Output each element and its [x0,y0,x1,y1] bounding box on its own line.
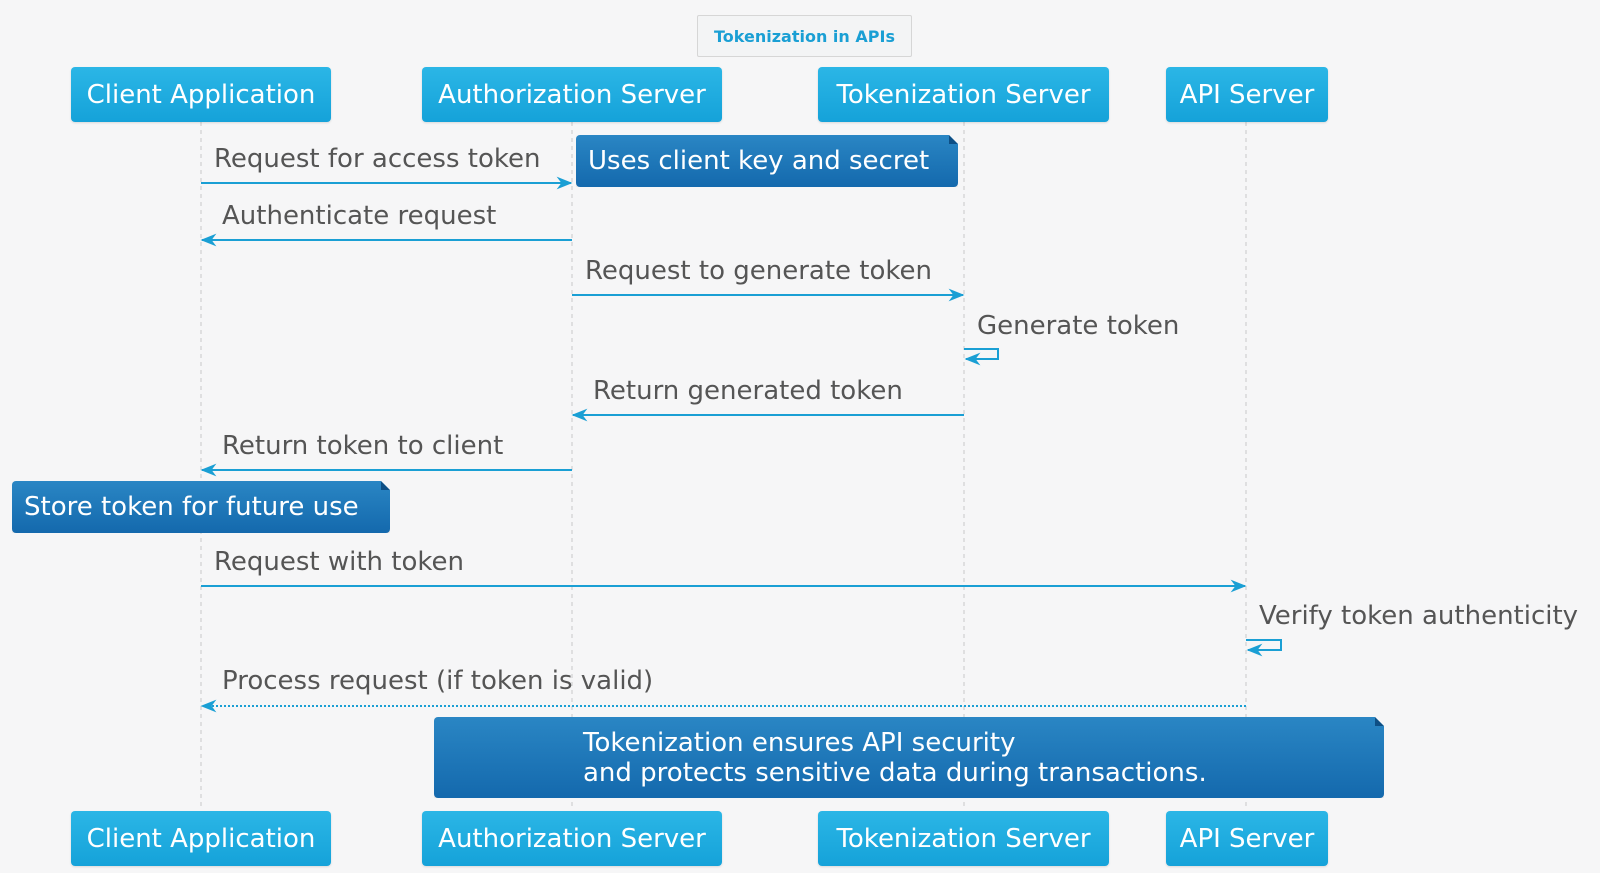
message-label: Request for access token [214,144,541,174]
message-label: Request with token [214,547,465,577]
arrow-verify-token-self [1246,639,1282,657]
arrow-generate-token-self [964,348,999,366]
message-label: Return generated token [593,376,903,406]
diagram-title: Tokenization in APIs [697,15,912,57]
note-summary-line1: Tokenization ensures API security [583,728,1016,758]
note-store-token: Store token for future use [12,481,390,533]
participant-client-top: Client Application [71,67,331,122]
participant-api-bottom: API Server [1166,811,1328,866]
note-credentials-text: Uses client key and secret [588,146,930,176]
message-label: Verify token authenticity [1259,601,1579,631]
message-label: Return token to client [222,431,504,461]
participant-api-top: API Server [1166,67,1328,122]
participant-token-bottom: Tokenization Server [818,811,1109,866]
participant-token-top: Tokenization Server [818,67,1109,122]
note-fold [949,135,958,144]
message-label: Request to generate token [585,256,933,286]
message-label: Process request (if token is valid) [222,666,654,696]
message-label: Authenticate request [222,201,497,231]
message-label: Generate token [977,311,1180,341]
note-summary: Tokenization ensures API security and pr… [434,717,1384,798]
note-summary-line2: and protects sensitive data during trans… [583,758,1207,788]
note-fold [381,481,390,490]
note-store-text: Store token for future use [24,492,359,522]
note-fold [1375,717,1384,726]
participant-client-bottom: Client Application [71,811,331,866]
participant-auth-bottom: Authorization Server [422,811,722,866]
note-credentials: Uses client key and secret [576,135,958,187]
participant-auth-top: Authorization Server [422,67,722,122]
